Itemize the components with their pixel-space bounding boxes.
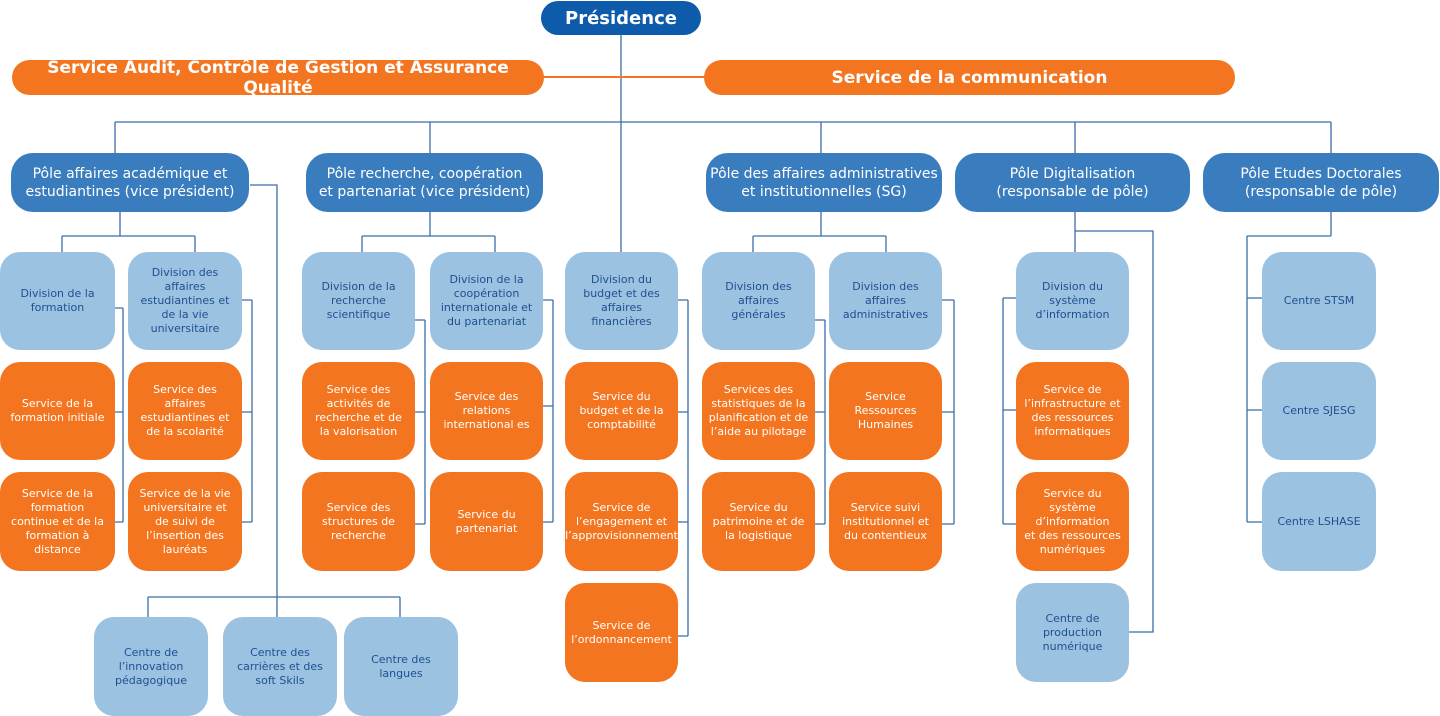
service-structures-recherche: Service des structures de recherche [302, 472, 415, 571]
service-ordonnancement: Service de l’ordonnancement [565, 583, 678, 682]
audit-service-box: Service Audit, Contrôle de Gestion et As… [12, 58, 544, 98]
centre-carrieres: Centre des carrières et des soft Skils [223, 617, 337, 716]
pole-administratif: Pôle des affaires administratives et ins… [706, 153, 942, 212]
service-formation-initiale: Service de la formation initiale [0, 362, 115, 460]
service-vie-universitaire: Service de la vie universitaire et de su… [128, 472, 242, 571]
service-patrimoine: Service du patrimoine et de la logistiqu… [702, 472, 815, 571]
centre-innovation-pedagogique: Centre de l’innovation pédagogique [94, 617, 208, 716]
presidence-box: Présidence [541, 1, 701, 35]
service-activites-recherche: Service des activités de recherche et de… [302, 362, 415, 460]
pole-doctorales: Pôle Etudes Doctorales (responsable de p… [1203, 153, 1439, 212]
service-partenariat: Service du partenariat [430, 472, 543, 571]
division-systeme-information: Division du système d’information [1016, 252, 1129, 350]
pole-recherche: Pôle recherche, coopération et partenari… [306, 153, 543, 212]
centre-langues: Centre des langues [344, 617, 458, 716]
centre-sjesg: Centre SJESG [1262, 362, 1376, 460]
centre-lshase: Centre LSHASE [1262, 472, 1376, 571]
service-budget-comptabilite: Service du budget et de la comptabilité [565, 362, 678, 460]
service-infrastructure: Service de l’infrastructure et des resso… [1016, 362, 1129, 460]
communication-service-box: Service de la communication [704, 60, 1235, 95]
service-systeme-information: Service du système d’information et des … [1016, 472, 1129, 571]
division-cooperation: Division de la coopération international… [430, 252, 543, 350]
division-formation: Division de la formation [0, 252, 115, 350]
division-affaires-estudiantines: Division des affaires estudiantines et d… [128, 252, 242, 350]
centre-production-numerique: Centre de production numérique [1016, 583, 1129, 682]
service-scolarite: Service des affaires estudiantines et de… [128, 362, 242, 460]
centre-stsm: Centre STSM [1262, 252, 1376, 350]
service-ressources-humaines: Service Ressources Humaines [829, 362, 942, 460]
service-statistiques: Services des statistiques de la planific… [702, 362, 815, 460]
division-recherche-scientifique: Division de la recherche scientifique [302, 252, 415, 350]
pole-digitalisation: Pôle Digitalisation (responsable de pôle… [955, 153, 1190, 212]
pole-academique: Pôle affaires académique et estudiantine… [11, 153, 249, 212]
service-relations-internationales: Service des relations international es [430, 362, 543, 460]
division-budget: Division du budget et des affaires finan… [565, 252, 678, 350]
division-affaires-generales: Division des affaires générales [702, 252, 815, 350]
service-suivi-institutionnel: Service suivi institutionnel et du conte… [829, 472, 942, 571]
service-engagement: Service de l’engagement et l’approvision… [565, 472, 678, 571]
division-affaires-administratives: Division des affaires administratives [829, 252, 942, 350]
service-formation-continue: Service de la formation continue et de l… [0, 472, 115, 571]
